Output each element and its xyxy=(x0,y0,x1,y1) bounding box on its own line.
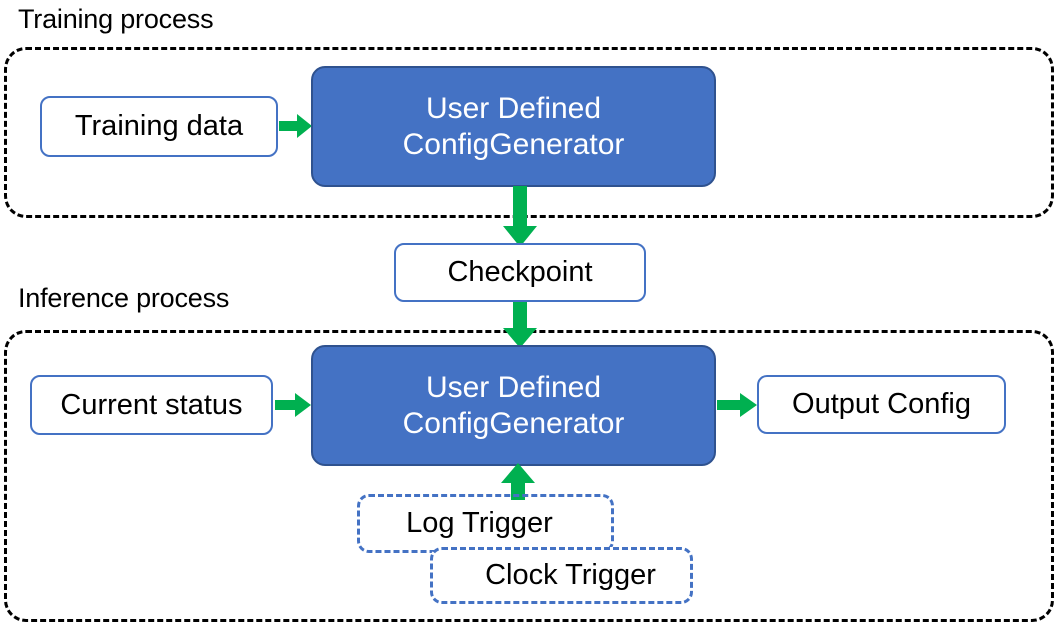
node-checkpoint-label: Checkpoint xyxy=(447,256,593,289)
node-training-data-label: Training data xyxy=(74,110,244,143)
node-log-trigger[interactable]: Log Trigger xyxy=(357,494,614,553)
arrow-generator-to-output-config xyxy=(717,392,758,418)
node-current-status-label: Current status xyxy=(60,388,243,421)
node-user-defined-configgenerator-inference[interactable]: User Defined ConfigGenerator xyxy=(311,345,716,466)
inference-process-label: Inference process xyxy=(18,283,230,313)
arrow-current-status-to-generator xyxy=(275,392,312,418)
node-output-config[interactable]: Output Config xyxy=(757,375,1006,434)
arrow-generator-to-checkpoint xyxy=(500,186,540,248)
node-log-trigger-label: Log Trigger xyxy=(406,506,553,539)
node-current-status[interactable]: Current status xyxy=(30,375,273,435)
node-clock-trigger-label: Clock Trigger xyxy=(485,558,656,591)
node-output-config-label: Output Config xyxy=(792,388,971,421)
node-checkpoint[interactable]: Checkpoint xyxy=(394,243,646,302)
node-generator-training-label: User Defined ConfigGenerator xyxy=(402,91,625,161)
node-generator-inference-label: User Defined ConfigGenerator xyxy=(402,370,625,440)
training-process-container xyxy=(4,47,1054,218)
node-clock-trigger[interactable]: Clock Trigger xyxy=(430,547,693,604)
arrow-training-data-to-generator xyxy=(279,113,313,139)
node-user-defined-configgenerator-training[interactable]: User Defined ConfigGenerator xyxy=(311,66,716,187)
training-process-label: Training process xyxy=(18,4,214,34)
arrow-log-trigger-to-generator xyxy=(499,463,537,501)
node-training-data[interactable]: Training data xyxy=(40,96,278,157)
arrow-checkpoint-to-generator xyxy=(500,301,540,349)
